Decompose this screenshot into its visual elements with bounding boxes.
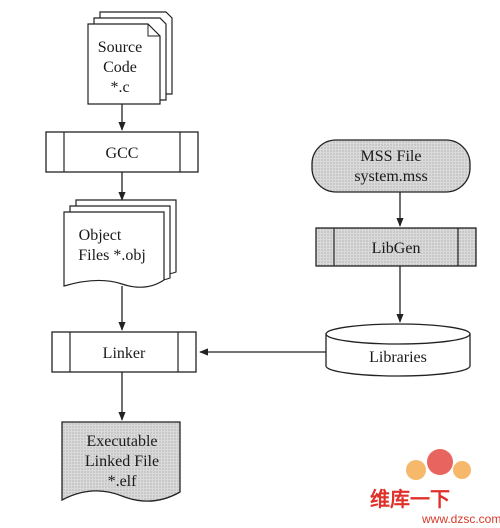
gcc-label: GCC [106, 145, 139, 162]
gcc-process: GCC [45, 131, 199, 173]
object-files-document: Object Files *.obj [63, 199, 177, 288]
source-code-document: Source Code *.c [87, 11, 173, 105]
watermark-logo: 维库一下 www.dzsc.com [370, 449, 500, 526]
mss-file-terminator: MSS File system.mss [311, 139, 471, 193]
mss-file-label-line2: system.mss [354, 168, 427, 185]
watermark-url: www.dzsc.com [421, 512, 500, 526]
libraries-label: Libraries [369, 349, 427, 366]
executable-document: Executable Linked File *.elf [61, 421, 181, 502]
object-files-label-line2: Files *.obj [78, 247, 146, 264]
linker-process: Linker [51, 331, 197, 373]
source-code-label-line2: Code [103, 59, 137, 76]
linker-label: Linker [103, 345, 146, 362]
executable-label-line2: Linked File [85, 453, 159, 470]
libraries-database: Libraries [325, 323, 471, 377]
watermark-chinese-text: 维库一下 [370, 487, 450, 511]
source-code-label-line1: Source [98, 39, 142, 56]
mss-file-label-line1: MSS File [361, 148, 422, 165]
libgen-label: LibGen [372, 240, 421, 257]
object-files-label-line1: Object [79, 227, 122, 244]
executable-label-line1: Executable [86, 433, 157, 450]
source-code-label-line3: *.c [110, 79, 129, 96]
libgen-process: LibGen [315, 227, 477, 267]
executable-label-line3: *.elf [108, 473, 138, 490]
